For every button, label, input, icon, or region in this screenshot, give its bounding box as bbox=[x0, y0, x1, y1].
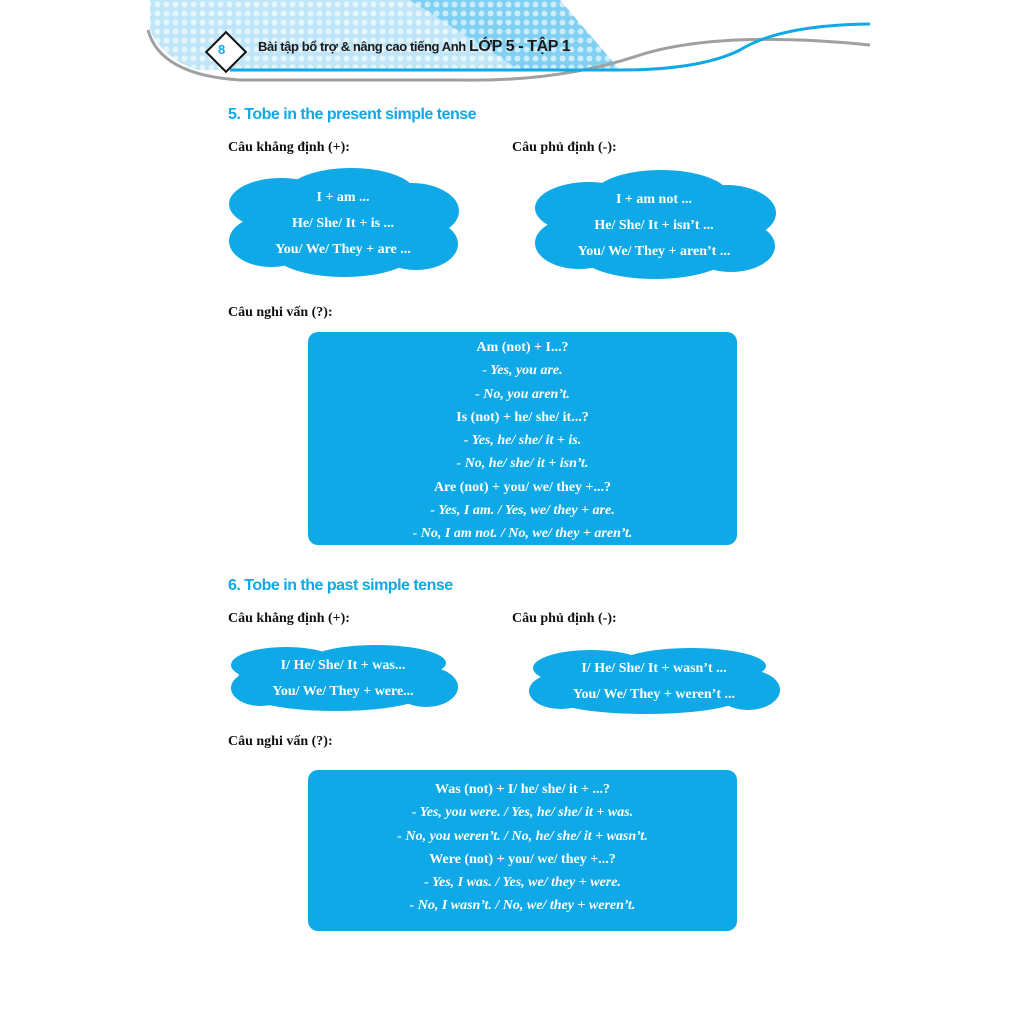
answer-line: - No, you aren’t. bbox=[475, 386, 570, 402]
answer-line: - No, I am not. / No, we/ they + aren’t. bbox=[412, 526, 633, 542]
section-6-title: 6. Tobe in the past simple tense bbox=[228, 577, 453, 594]
affirmative-label-5: Câu khẳng định (+): bbox=[228, 140, 350, 155]
affirmative-line: I/ He/ She/ It + was... bbox=[280, 658, 406, 673]
answer-line: - No, he/ she/ it + isn’t. bbox=[456, 456, 589, 472]
question-box-6: Was (not) + I/ he/ she/ it + ...? - Yes, … bbox=[308, 770, 737, 931]
negative-line: He/ She/ It + isn’t ... bbox=[594, 218, 714, 233]
affirmative-cloud-6: I/ He/ She/ It + was... You/ We/ They + … bbox=[226, 643, 460, 713]
negative-label-6: Câu phủ định (-): bbox=[512, 611, 617, 626]
book-title-grade: LỚP 5 - TẬP 1 bbox=[469, 38, 571, 55]
answer-line: - Yes, you were. / Yes, he/ she/ it + wa… bbox=[411, 805, 634, 821]
question-line: Were (not) + you/ we/ they +...? bbox=[429, 851, 616, 867]
negative-cloud-6: I/ He/ She/ It + wasn’t ... You/ We/ The… bbox=[526, 646, 782, 716]
question-box-5: Am (not) + I...? - Yes, you are. - No, you… bbox=[308, 332, 737, 545]
affirmative-cloud-5: I + am ... He/ She/ It + is ... You/ We/… bbox=[226, 166, 460, 278]
question-line: Are (not) + you/ we/ they +...? bbox=[433, 479, 612, 495]
answer-line: - Yes, I am. / Yes, we/ they + are. bbox=[430, 503, 615, 519]
question-line: Was (not) + I/ he/ she/ it + ...? bbox=[434, 782, 611, 797]
affirmative-line: He/ She/ It + is ... bbox=[291, 216, 395, 231]
affirmative-line: I + am ... bbox=[316, 190, 370, 205]
book-title-text: Bài tập bổ trợ & nâng cao tiếng Anh bbox=[258, 39, 466, 54]
negative-line: I/ He/ She/ It + wasn’t ... bbox=[581, 661, 727, 676]
header-decoration bbox=[146, 0, 871, 82]
question-line: Am (not) + I...? bbox=[476, 340, 569, 355]
negative-label-5: Câu phủ định (-): bbox=[512, 140, 617, 155]
answer-line: - No, I wasn’t. / No, we/ they + weren’t… bbox=[409, 898, 636, 914]
question-line: Is (not) + he/ she/ it...? bbox=[456, 409, 589, 425]
page-number: 8 bbox=[218, 42, 226, 57]
answer-line: - Yes, I was. / Yes, we/ they + were. bbox=[424, 875, 621, 891]
affirmative-label-6: Câu khẳng định (+): bbox=[228, 611, 350, 626]
question-label-6: Câu nghi vấn (?): bbox=[228, 734, 333, 749]
negative-line: I + am not ... bbox=[615, 192, 693, 207]
question-label-5: Câu nghi vấn (?): bbox=[228, 305, 333, 320]
affirmative-line: You/ We/ They + are ... bbox=[275, 242, 411, 257]
page-header: 8 Bài tập bổ trợ & nâng cao tiếng Anh LỚ… bbox=[0, 0, 1017, 100]
negative-line: You/ We/ They + weren’t ... bbox=[573, 687, 735, 702]
affirmative-line: You/ We/ They + were... bbox=[272, 684, 414, 699]
negative-line: You/ We/ They + aren’t ... bbox=[577, 244, 731, 259]
answer-line: - Yes, he/ she/ it + is. bbox=[463, 433, 582, 449]
answer-line: - Yes, you are. bbox=[482, 363, 563, 379]
section-5-title: 5. Tobe in the present simple tense bbox=[228, 106, 477, 123]
answer-line: - No, you weren’t. / No, he/ she/ it + w… bbox=[397, 828, 648, 844]
negative-cloud-5: I + am not ... He/ She/ It + isn’t ... Y… bbox=[531, 168, 777, 280]
book-title: Bài tập bổ trợ & nâng cao tiếng Anh LỚP … bbox=[258, 38, 571, 56]
